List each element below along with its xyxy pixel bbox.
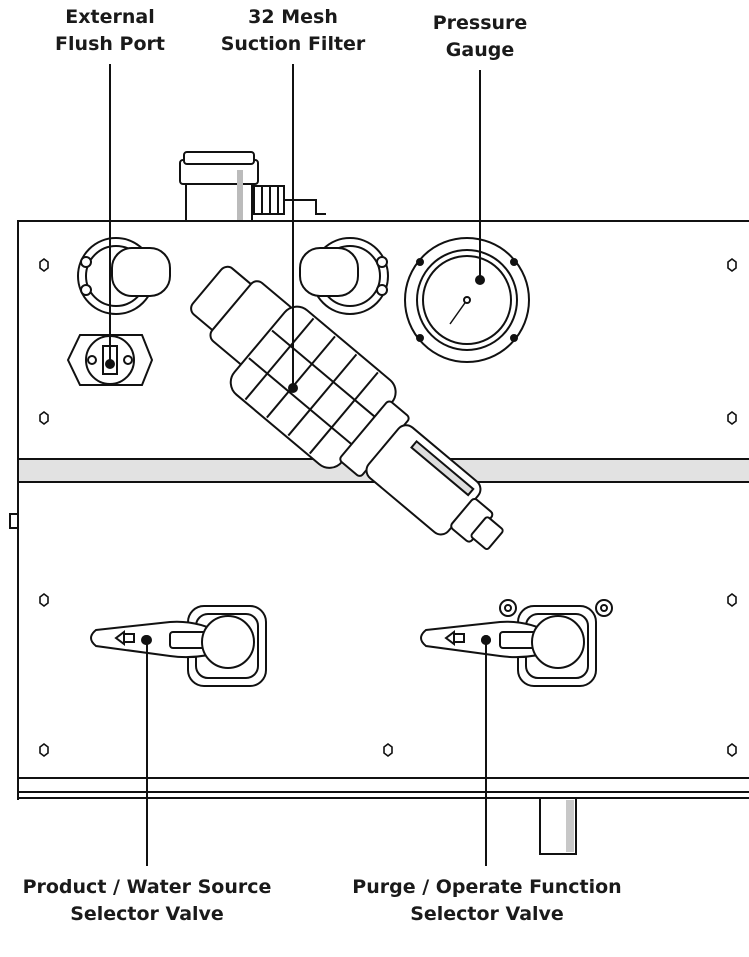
label-flush-port-line1: External — [65, 6, 155, 28]
mounting-holes — [39, 258, 737, 757]
label-suction-filter-line1: 32 Mesh — [248, 6, 338, 28]
label-purge-valve-line1: Purge / Operate Function — [352, 876, 622, 898]
label-product-selector-valve: Product / Water Source Selector Valve — [2, 874, 292, 928]
label-product-valve-line1: Product / Water Source — [22, 876, 272, 898]
leader-dots — [105, 275, 491, 645]
pressure-gauge — [404, 237, 530, 363]
left-elbow-fitting — [77, 237, 171, 315]
label-purge-valve-line2: Selector Valve — [410, 903, 564, 925]
drain-pipe — [539, 797, 577, 855]
label-external-flush-port: External Flush Port — [40, 4, 180, 58]
label-product-valve-line2: Selector Valve — [70, 903, 224, 925]
leader-lines — [109, 64, 487, 866]
label-pressure-gauge-line1: Pressure — [432, 12, 528, 34]
product-selector-valve — [90, 605, 267, 687]
suction-filter — [190, 265, 504, 550]
label-pressure-gauge-line2: Gauge — [445, 39, 515, 61]
label-suction-filter: 32 Mesh Suction Filter — [213, 4, 373, 58]
label-flush-port-line2: Flush Port — [55, 33, 165, 55]
right-elbow-fitting — [299, 237, 389, 315]
top-pipe-fitting — [179, 151, 326, 223]
label-pressure-gauge: Pressure Gauge — [420, 10, 540, 64]
label-suction-filter-line2: Suction Filter — [220, 33, 366, 55]
label-purge-selector-valve: Purge / Operate Function Selector Valve — [342, 874, 632, 928]
